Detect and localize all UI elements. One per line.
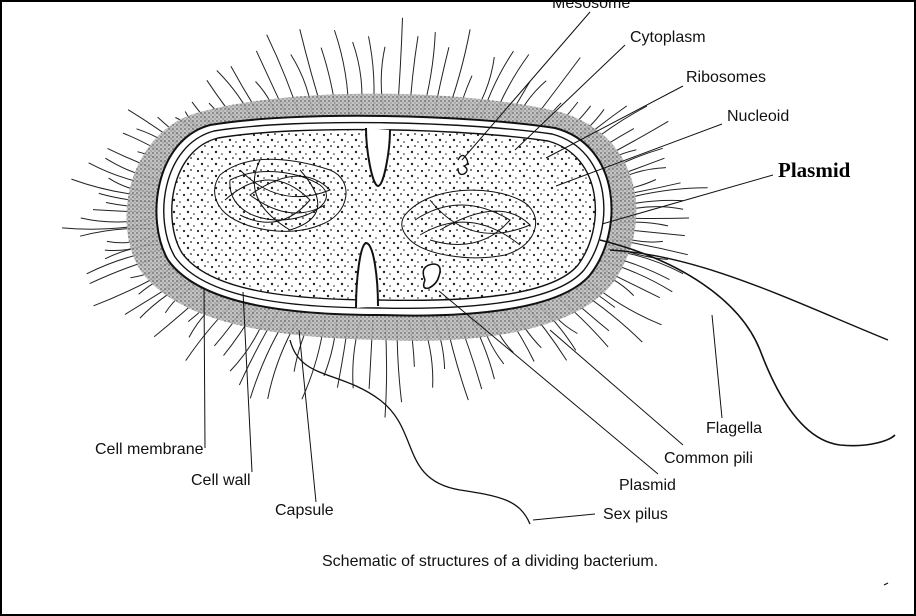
label-flagella: Flagella: [706, 420, 763, 437]
label-nucleoid: Nucleoid: [727, 108, 790, 125]
label-plasmid: Plasmid: [619, 477, 676, 494]
nucleoid-right: [401, 189, 537, 259]
label-mesosome: Mesosome: [552, 0, 631, 12]
label-cell-membrane: Cell membrane: [95, 441, 204, 458]
label-ribosomes: Ribosomes: [686, 69, 767, 86]
figure-caption: Schematic of structures of a dividing ba…: [322, 553, 659, 570]
nucleoid-left: [214, 158, 347, 232]
caption-dash: [883, 582, 889, 586]
label-plasmid-bold: Plasmid: [778, 158, 851, 182]
cell-wall-inner: [163, 121, 605, 309]
label-cytoplasm: Cytoplasm: [630, 29, 706, 46]
flagellum-upper: [609, 249, 889, 341]
septum-top: [365, 127, 391, 188]
label-cell-wall: Cell wall: [191, 472, 251, 489]
plasmid-shape: [422, 263, 441, 290]
mesosome-shape: [457, 154, 469, 176]
sex-pilus: [289, 339, 531, 525]
flagellum: [599, 239, 896, 447]
label-sex-pilus: Sex pilus: [603, 506, 668, 523]
label-common-pili: Common pili: [664, 450, 753, 467]
leader-lines: [203, 11, 774, 521]
label-capsule: Capsule: [275, 502, 334, 519]
septum-bottom: [355, 241, 379, 309]
